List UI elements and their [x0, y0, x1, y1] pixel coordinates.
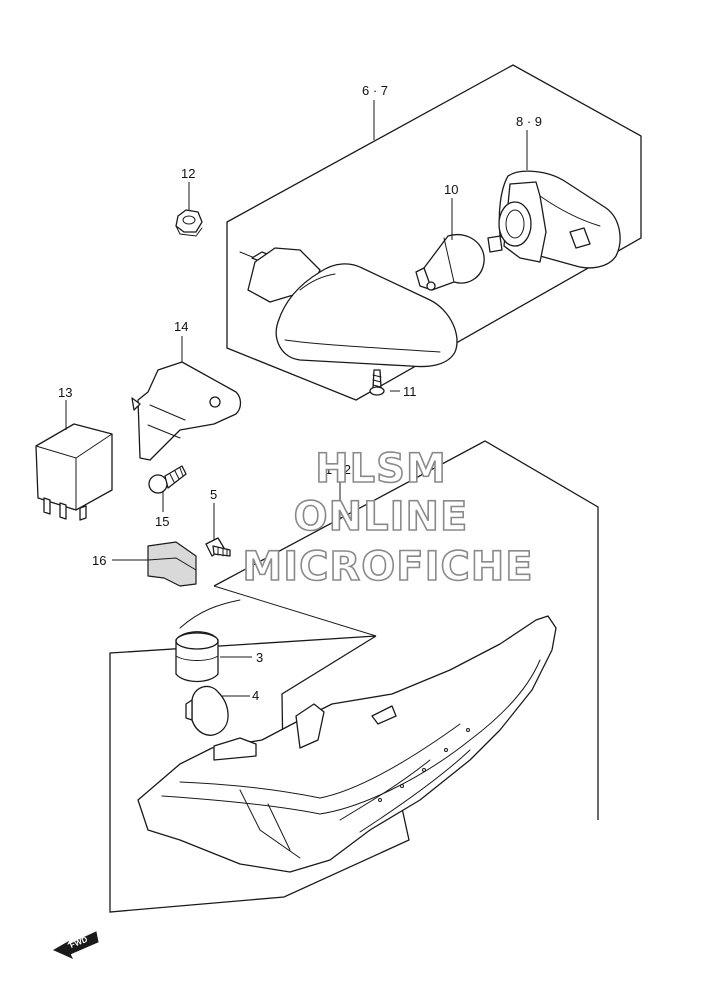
label-part-13: 13 — [58, 385, 72, 400]
label-part-14: 14 — [174, 319, 188, 334]
bracket-14 — [131, 361, 242, 461]
screw-15 — [148, 465, 187, 494]
cushion-16 — [147, 541, 197, 587]
watermark-line-3: MICROFICHE — [242, 544, 533, 590]
label-part-10: 10 — [444, 182, 458, 197]
leader-lines — [65, 100, 528, 697]
rear-bulb — [415, 234, 485, 291]
nut-12 — [175, 209, 203, 237]
label-part-5: 5 — [210, 487, 217, 502]
label-part-4: 4 — [252, 688, 259, 703]
label-part-11: 11 — [403, 384, 417, 399]
screw-5 — [205, 537, 231, 557]
socket-3 — [175, 599, 241, 683]
label-part-15: 15 — [155, 514, 169, 529]
label-part-16: 16 — [92, 553, 106, 568]
watermark-line-1: HLSM — [315, 446, 447, 492]
upper-assembly-frame — [226, 64, 642, 401]
label-part-6-7: 6 · 7 — [362, 83, 388, 98]
front-turn-signal — [137, 615, 557, 873]
rear-turn-signal-housing — [239, 247, 458, 368]
label-part-12: 12 — [181, 166, 195, 181]
lower-assembly-frame-top — [213, 440, 599, 820]
relay-13 — [35, 423, 113, 521]
label-part-8-9: 8 · 9 — [516, 114, 542, 129]
label-part-3: 3 — [256, 650, 263, 665]
fwd-arrow-icon: FWD — [52, 931, 99, 960]
watermark-line-2: ONLINE — [294, 494, 469, 540]
bulb-4 — [185, 685, 229, 736]
label-part-1-2: 1 · 2 — [325, 462, 351, 477]
rear-lens-socket — [487, 170, 621, 269]
screw-11 — [369, 369, 385, 396]
